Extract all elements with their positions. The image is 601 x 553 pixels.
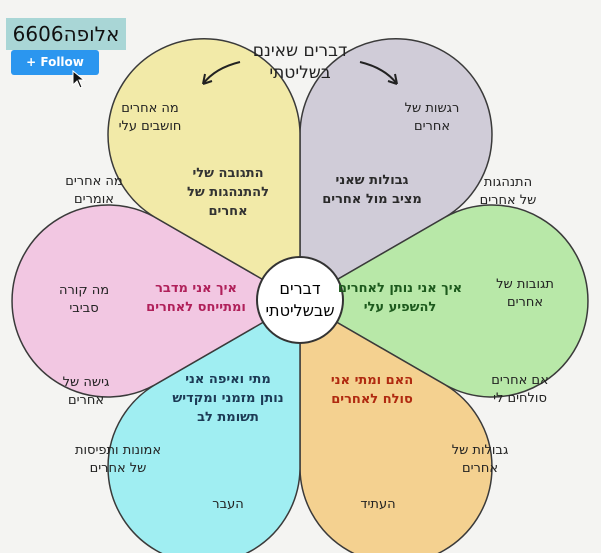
petal-3 bbox=[107, 299, 301, 553]
username-label: אלופה6606 bbox=[6, 18, 126, 50]
outer-label: העבר bbox=[212, 497, 244, 512]
petal-4 bbox=[11, 204, 302, 398]
petal-5 bbox=[107, 38, 301, 303]
cursor-icon bbox=[72, 70, 86, 89]
arrow-right-icon bbox=[359, 61, 398, 85]
outer-label: העתיד bbox=[360, 497, 396, 512]
petal-1 bbox=[298, 204, 589, 398]
arrow-left-icon bbox=[202, 61, 241, 85]
follow-button[interactable]: + Follow bbox=[11, 50, 99, 75]
petal-2 bbox=[299, 299, 493, 553]
arrowhead-left bbox=[202, 73, 213, 85]
arrowhead-right bbox=[387, 73, 398, 85]
petal-0 bbox=[299, 38, 493, 303]
